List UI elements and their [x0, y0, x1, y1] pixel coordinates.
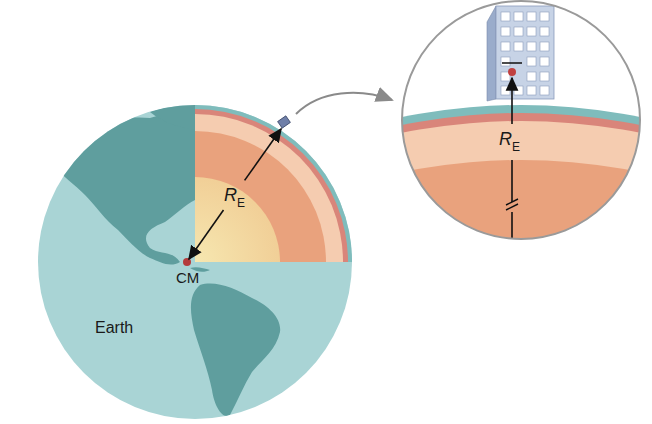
center-of-mass-label: CM: [176, 270, 199, 285]
building: [487, 6, 554, 101]
pointer-arrow: [296, 93, 392, 114]
globe: [38, 105, 352, 419]
radius-symbol: R: [499, 130, 512, 148]
radius-subscript: E: [237, 197, 245, 209]
radius-symbol: R: [224, 186, 237, 204]
globe-label: Earth: [95, 320, 133, 336]
radius-subscript: E: [512, 141, 520, 153]
